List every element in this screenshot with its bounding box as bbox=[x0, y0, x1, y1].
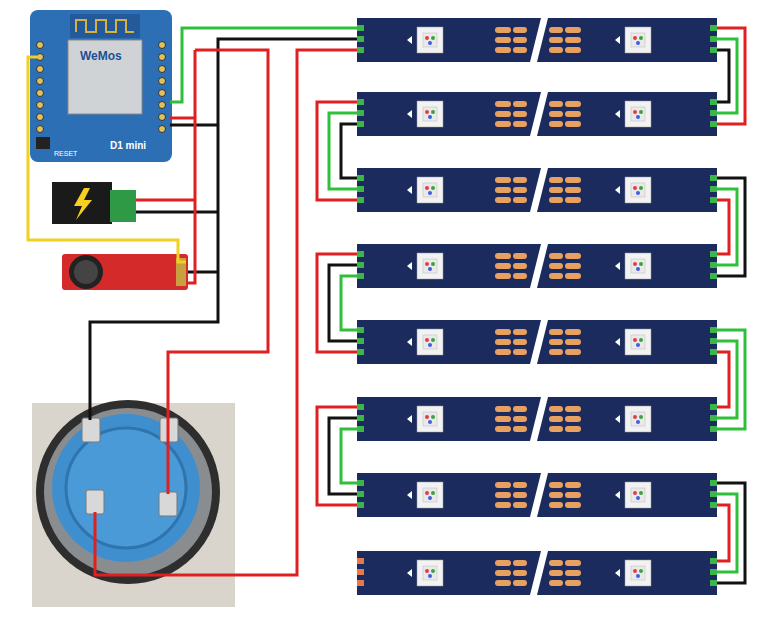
led-strip bbox=[357, 473, 717, 517]
board-label: D1 mini bbox=[110, 140, 146, 151]
board-label: WeMos bbox=[80, 50, 122, 63]
led-strips bbox=[357, 18, 717, 595]
end-pad bbox=[357, 569, 364, 575]
led-strip bbox=[357, 92, 717, 136]
microphone-module bbox=[62, 254, 188, 290]
end-pad bbox=[357, 580, 364, 586]
board-label: RESET bbox=[54, 150, 77, 158]
strip-jumpers bbox=[317, 28, 745, 583]
dc-jack bbox=[52, 182, 136, 224]
led-strip bbox=[357, 18, 717, 62]
led-strip bbox=[357, 168, 717, 212]
led-strip bbox=[357, 397, 717, 441]
led-strip bbox=[357, 320, 717, 364]
wires bbox=[28, 28, 357, 575]
led-strip bbox=[357, 551, 717, 595]
d1-mini-board bbox=[30, 10, 172, 162]
end-pad bbox=[357, 558, 364, 564]
led-strip bbox=[357, 244, 717, 288]
